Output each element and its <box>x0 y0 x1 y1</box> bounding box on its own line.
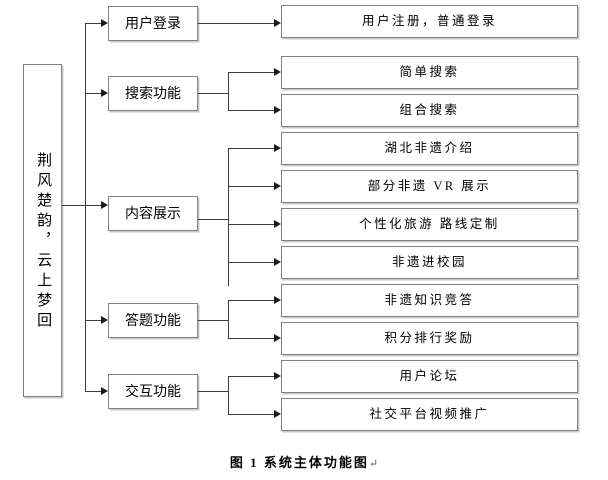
paragraph-mark-icon: ↵ <box>368 458 379 470</box>
leaf-node-social-video-promotion: 社交平台视频推广 <box>281 398 578 431</box>
arrow-icon-leaf-3 <box>274 106 281 114</box>
arrow-icon-leaf-4 <box>274 144 281 152</box>
connector-trunk-to-branch-5 <box>85 391 102 392</box>
connector-branch-3-to-leaf-2 <box>228 186 275 187</box>
arrow-icon-branch-4 <box>101 316 108 324</box>
connector-branch-3-stem <box>198 219 228 220</box>
leaf-node-ich-into-campus: 非遗进校园 <box>281 246 578 279</box>
connector-branch-1-to-leaf-1 <box>198 23 275 24</box>
spine-branch-4 <box>228 300 229 338</box>
figure-caption: 图 1 系统主体功能图↵ <box>0 452 608 471</box>
connector-trunk-to-branch-1 <box>85 23 102 24</box>
arrow-icon-branch-3 <box>101 201 108 209</box>
connector-trunk-to-branch-4 <box>85 320 102 321</box>
connector-trunk-to-branch-2 <box>85 93 102 94</box>
leaf-node-user-forum: 用户论坛 <box>281 360 578 393</box>
connector-trunk-to-branch-3 <box>85 205 102 206</box>
connector-branch-2-to-leaf-1 <box>228 72 275 73</box>
connector-branch-3-to-leaf-1 <box>228 148 275 149</box>
connector-branch-4-to-leaf-2 <box>228 338 275 339</box>
arrow-icon-leaf-6 <box>274 220 281 228</box>
spine-branch-5 <box>228 376 229 414</box>
arrow-icon-leaf-11 <box>274 410 281 418</box>
root-stem-line <box>62 205 85 206</box>
leaf-node-combined-search: 组合搜索 <box>281 94 578 127</box>
arrow-icon-leaf-8 <box>274 296 281 304</box>
leaf-node-ich-quiz: 非遗知识竞答 <box>281 284 578 317</box>
branch-node-content-display: 内容展示 <box>108 196 198 231</box>
arrow-icon-leaf-2 <box>274 68 281 76</box>
arrow-icon-branch-1 <box>101 19 108 27</box>
figure-caption-text: 图 1 系统主体功能图 <box>229 455 369 470</box>
leaf-node-user-register-login: 用户注册，普通登录 <box>281 5 578 38</box>
arrow-icon-leaf-5 <box>274 182 281 190</box>
connector-branch-4-to-leaf-1 <box>228 300 275 301</box>
connector-branch-4-stem <box>198 320 228 321</box>
branch-node-user-login: 用户登录 <box>108 6 198 41</box>
arrow-icon-leaf-7 <box>274 258 281 266</box>
arrow-icon-branch-5 <box>101 387 108 395</box>
connector-branch-2-stem <box>198 93 228 94</box>
connector-branch-5-stem <box>198 391 228 392</box>
leaf-node-hubei-ich-intro: 湖北非遗介绍 <box>281 132 578 165</box>
leaf-node-simple-search: 简单搜索 <box>281 56 578 89</box>
connector-branch-3-to-leaf-4 <box>228 262 275 263</box>
leaf-node-custom-travel-route: 个性化旅游 路线定制 <box>281 208 578 241</box>
arrow-icon-leaf-9 <box>274 334 281 342</box>
connector-branch-5-to-leaf-2 <box>228 414 275 415</box>
connector-branch-5-to-leaf-1 <box>228 376 275 377</box>
arrow-icon-leaf-1 <box>274 19 281 27</box>
leaf-node-ich-vr-display: 部分非遗 VR 展示 <box>281 170 578 203</box>
arrow-icon-leaf-10 <box>274 372 281 380</box>
main-trunk-line <box>85 23 86 392</box>
branch-node-search: 搜索功能 <box>108 76 198 111</box>
connector-branch-2-to-leaf-2 <box>228 110 275 111</box>
branch-node-interaction: 交互功能 <box>108 374 198 409</box>
root-node: 荆风楚韵，云上梦回 <box>23 64 62 397</box>
leaf-node-points-ranking-reward: 积分排行奖励 <box>281 322 578 355</box>
spine-branch-3 <box>228 148 229 286</box>
connector-branch-3-to-leaf-3 <box>228 224 275 225</box>
spine-branch-2 <box>228 72 229 110</box>
branch-node-quiz: 答题功能 <box>108 303 198 338</box>
arrow-icon-branch-2 <box>101 89 108 97</box>
